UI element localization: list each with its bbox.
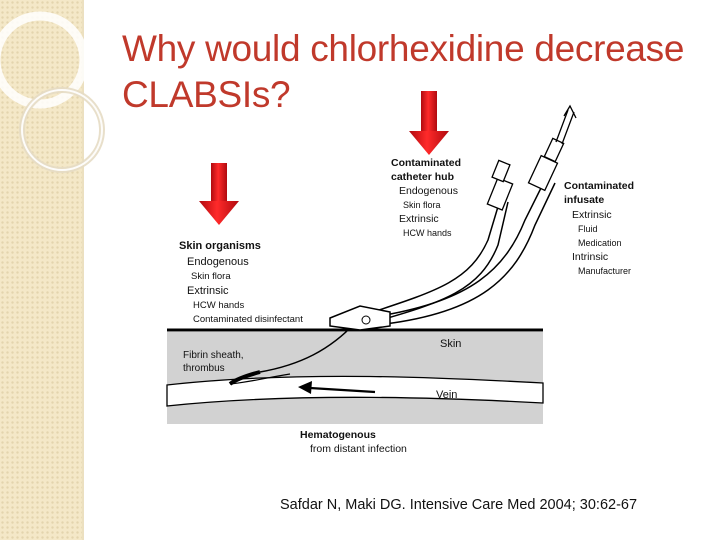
infusion-tube-b bbox=[384, 182, 556, 325]
flow-arrow-line bbox=[309, 386, 376, 394]
hub-cap-1 bbox=[491, 159, 511, 183]
hub-extrinsic-label: Extrinsic bbox=[399, 213, 439, 225]
hub-clamp-icon bbox=[361, 315, 371, 325]
catheter-hub-connector bbox=[329, 305, 391, 331]
hematogenous-detail: from distant infection bbox=[310, 443, 407, 455]
infusate-heading-line2: infusate bbox=[564, 194, 604, 206]
catheter-segment bbox=[259, 321, 357, 373]
flow-arrowhead bbox=[298, 381, 312, 394]
skin-skin-flora-label: Skin flora bbox=[191, 271, 231, 282]
catheter-tube-lower bbox=[369, 201, 509, 324]
hub-fitting-1 bbox=[486, 177, 514, 211]
skin-label: Skin bbox=[440, 338, 461, 350]
fibrin-label-line2: thrombus bbox=[183, 363, 225, 374]
infusate-extrinsic-label: Extrinsic bbox=[572, 209, 612, 221]
catheter-tube-upper bbox=[369, 199, 501, 314]
hub-cap-2 bbox=[543, 137, 565, 163]
infusion-line bbox=[555, 109, 575, 145]
side-band-edge bbox=[82, 0, 84, 540]
red-arrow-skin-icon bbox=[199, 163, 239, 225]
decorative-circles bbox=[0, 11, 105, 173]
skin-extrinsic-label: Extrinsic bbox=[187, 285, 229, 297]
infusate-manufacturer-label: Manufacturer bbox=[578, 266, 631, 276]
skin-hcw-hands-label: HCW hands bbox=[193, 300, 244, 311]
red-arrow-hub-icon bbox=[409, 91, 449, 155]
infection-routes-diagram: Skin organisms Endogenous Skin flora Ext… bbox=[166, 91, 634, 455]
hub-heading-line2: catheter hub bbox=[391, 171, 454, 183]
vein-label: Vein bbox=[436, 389, 457, 401]
fibrin-sheath bbox=[228, 370, 261, 386]
infusion-tube-a bbox=[384, 179, 546, 316]
thrombus-line bbox=[229, 373, 291, 385]
hub-heading-line1: Contaminated bbox=[391, 157, 461, 169]
infusate-medication-label: Medication bbox=[578, 238, 622, 248]
skin-organisms-heading: Skin organisms bbox=[179, 240, 261, 252]
hematogenous-heading: Hematogenous bbox=[300, 429, 376, 441]
fibrin-label-line1: Fibrin sheath, bbox=[183, 350, 244, 361]
infusate-fluid-label: Fluid bbox=[578, 224, 598, 234]
hub-endogenous-label: Endogenous bbox=[399, 185, 458, 197]
skin-contaminated-disinfectant-label: Contaminated disinfectant bbox=[193, 314, 303, 325]
title-line-1: Why would chlorhexidine decrease bbox=[122, 28, 685, 69]
infusion-line-tip bbox=[563, 104, 577, 119]
title-line-2: CLABSIs? bbox=[122, 74, 291, 115]
infusate-intrinsic-label: Intrinsic bbox=[572, 251, 608, 263]
skin-endogenous-label: Endogenous bbox=[187, 256, 249, 268]
hub-skin-flora-label: Skin flora bbox=[403, 200, 441, 210]
slide-title: Why would chlorhexidine decrease CLABSIs… bbox=[122, 26, 702, 118]
hub-hcw-hands-label: HCW hands bbox=[403, 228, 452, 238]
citation: Safdar N, Maki DG. Intensive Care Med 20… bbox=[280, 497, 638, 513]
infusate-heading-line1: Contaminated bbox=[564, 180, 634, 192]
